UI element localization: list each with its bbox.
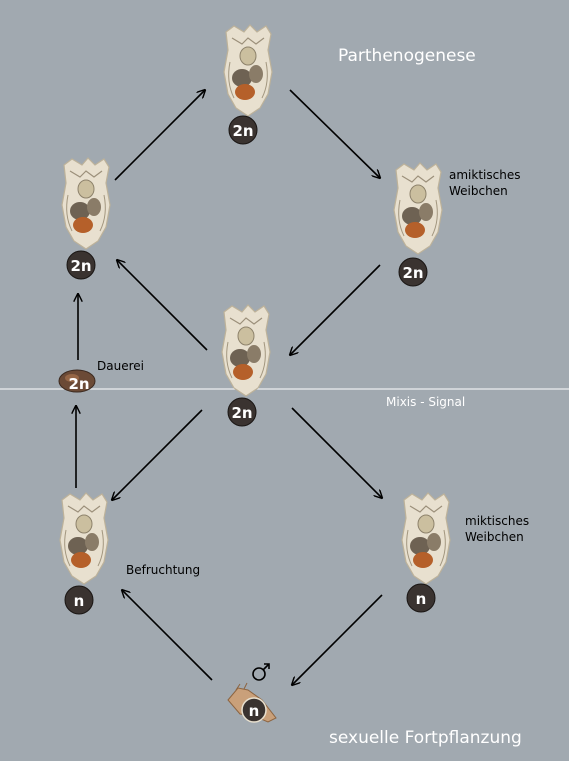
ploidy-female-bottom-right: n [416, 590, 427, 608]
ploidy-female-right: 2n [402, 264, 423, 282]
female-bottom-left: n [59, 492, 109, 615]
label-resting-egg: Dauerei [97, 359, 144, 373]
arrow-bottomright-to-male [292, 594, 383, 685]
arrow-right-to-center [290, 264, 381, 355]
ploidy-female-bottom-left: n [74, 592, 85, 610]
ploidy-resting-egg: 2n [68, 375, 89, 393]
label-fertilization: Befruchtung [126, 563, 201, 577]
female-right-amictic: 2n [393, 162, 443, 287]
title-sexual-reproduction: sexuelle Fortpflanzung [329, 728, 522, 748]
female-bottom-right-mictic: n [401, 492, 451, 613]
arrow-center-to-bottomleft [112, 409, 203, 500]
label-mixis-signal: Mixis - Signal [386, 395, 466, 409]
label-mictic-female: miktisches Weibchen [465, 514, 530, 544]
female-center: 2n [221, 304, 271, 427]
label-amictic-female: amiktisches Weibchen [449, 168, 521, 198]
arrow-male-to-bottomleft [122, 590, 213, 681]
ploidy-female-center: 2n [231, 404, 252, 422]
arrow-center-to-bottomright [291, 407, 382, 498]
arrow-center-to-left [117, 260, 208, 351]
ploidy-female-left: 2n [70, 257, 91, 275]
title-parthenogenesis: Parthenogenese [338, 46, 476, 66]
ploidy-male: n [249, 702, 260, 720]
male-symbol-icon [252, 663, 270, 681]
male-rotifer: n [227, 663, 277, 723]
resting-egg: 2n [58, 369, 96, 393]
arrow-top-to-right [289, 89, 380, 178]
ploidy-female-top: 2n [232, 122, 253, 140]
arrow-left-to-top [114, 90, 205, 181]
female-left: 2n [61, 157, 111, 280]
female-top: 2n [223, 24, 273, 145]
